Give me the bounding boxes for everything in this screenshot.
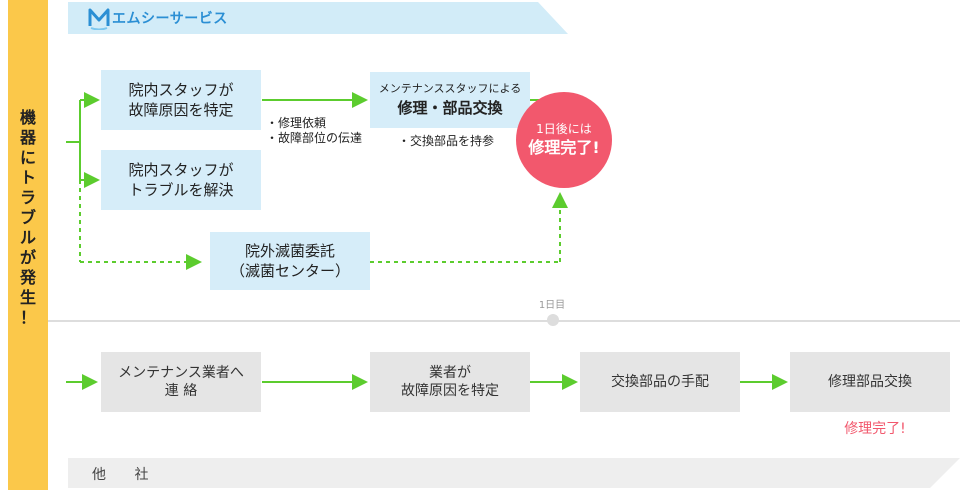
maintenance-header: メンテナンススタッフによる: [378, 82, 522, 95]
sidebar-char: ラ: [19, 188, 36, 207]
other-step2-line2: 故障原因を特定: [401, 383, 499, 399]
staff-identify-line1: 院内スタッフが: [128, 81, 234, 99]
staff-resolve-box: 院内スタッフが トラブルを解決: [101, 150, 261, 210]
other-step1-line1: メンテナンス業者へ: [118, 365, 244, 381]
sidebar-title: 機 器 に ト ラ ブ ル が 発 生 ！: [8, 108, 48, 328]
other-step4-label: 修理部品交換: [828, 374, 912, 390]
day-marker: [547, 314, 559, 326]
sidebar-char: ブ: [19, 208, 36, 227]
other-company-label: 他 社: [92, 467, 161, 483]
brand-name: エムシーサービス: [112, 11, 228, 27]
other-step3-label: 交換部品の手配: [611, 374, 709, 390]
sidebar-char: 器: [19, 128, 36, 147]
sidebar-char: 機: [19, 108, 36, 127]
completion-line2: 修理完了!: [528, 138, 600, 157]
note-report: ・故障部位の伝達: [266, 131, 363, 145]
other-step3-box: 交換部品の手配: [580, 352, 740, 412]
sidebar-char: ト: [19, 168, 36, 187]
other-step2-line1: 業者が: [429, 365, 471, 381]
staff-identify-line2: 故障原因を特定: [128, 101, 234, 119]
sidebar-char: が: [19, 248, 36, 267]
staff-identify-box: 院内スタッフが 故障原因を特定: [101, 70, 261, 130]
note-request: ・修理依頼: [266, 116, 327, 130]
outsource-line1: 院外滅菌委託: [244, 242, 335, 260]
staff-resolve-line1: 院内スタッフが: [128, 161, 234, 179]
maintenance-box: メンテナンススタッフによる 修理・部品交換: [370, 72, 530, 128]
timeline-divider: [48, 320, 960, 322]
maintenance-main: 修理・部品交換: [397, 99, 503, 117]
completion-line1: 1日後には: [536, 122, 592, 136]
sidebar-char: に: [19, 148, 36, 167]
other-step1-box: メンテナンス業者へ 連 絡: [101, 352, 261, 412]
sidebar-char: 発: [19, 268, 36, 287]
other-step1-line2: 連 絡: [164, 383, 198, 399]
other-step2-box: 業者が 故障原因を特定: [370, 352, 530, 412]
other-company-band: [68, 458, 960, 488]
staff-resolve-line2: トラブルを解決: [128, 181, 234, 199]
other-done-label: 修理完了!: [844, 421, 906, 437]
notes-left: ・修理依頼 ・故障部位の伝達: [266, 116, 362, 146]
sidebar-char: ！: [19, 308, 36, 327]
brand-banner: [68, 2, 568, 34]
sidebar-char: 生: [19, 288, 36, 307]
note-bring-parts: ・交換部品を持参: [398, 134, 495, 148]
day-label: 1日目: [538, 300, 566, 311]
mc-logo-icon: [88, 8, 110, 30]
completion-circle: 1日後には 修理完了!: [516, 92, 612, 188]
outsource-box: 院外滅菌委託 （滅菌センター）: [210, 232, 370, 290]
sidebar-band: [8, 0, 48, 490]
sidebar-char: ル: [19, 228, 36, 247]
other-step4-box: 修理部品交換: [790, 352, 950, 412]
outsource-line2: （滅菌センター）: [229, 262, 350, 280]
